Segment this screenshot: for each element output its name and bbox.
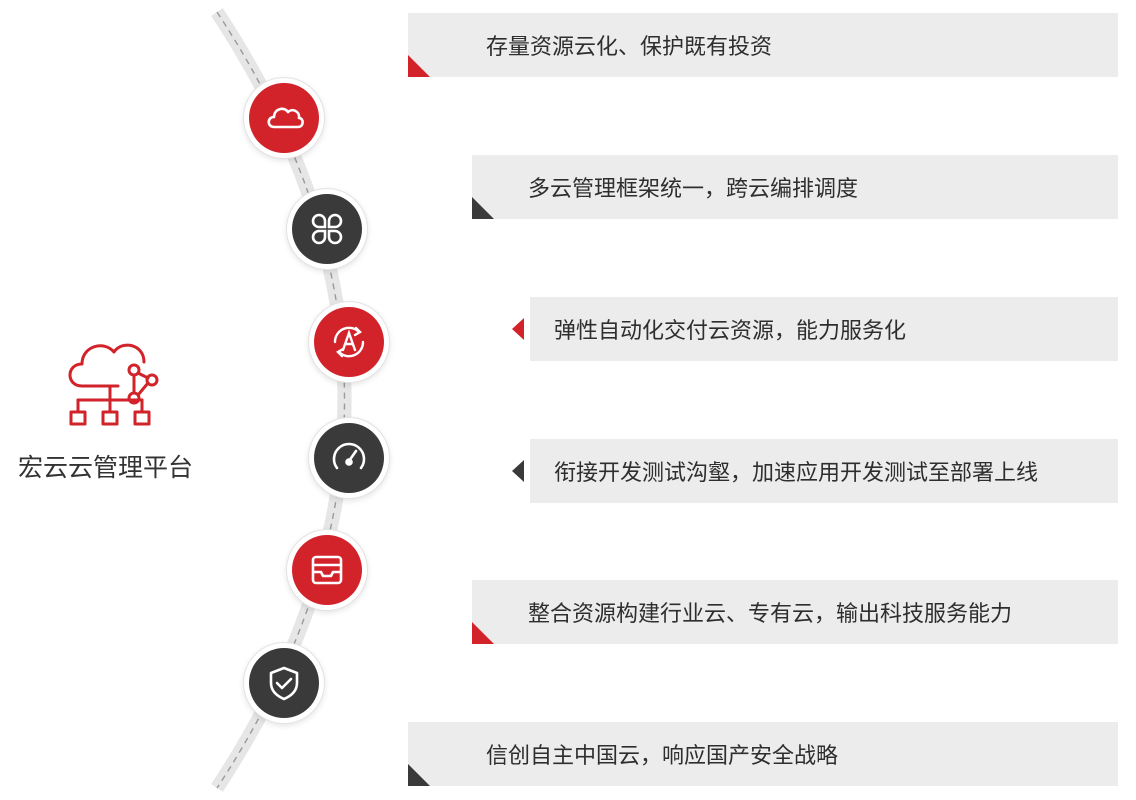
feature-card: 存量资源云化、保护既有投资 (408, 13, 1118, 77)
node-auto (314, 307, 384, 377)
feature-text: 衔接开发测试沟壑，加速应用开发测试至部署上线 (554, 461, 1039, 486)
cloud-icon (267, 107, 304, 129)
corner-marker (472, 622, 494, 644)
shield-check-icon (269, 666, 299, 701)
platform-block (0, 326, 230, 506)
pointer-marker (512, 460, 524, 482)
node-shield (249, 648, 319, 718)
pointer-marker (512, 318, 524, 340)
inbox-tray-icon (311, 555, 343, 585)
corner-marker (472, 197, 494, 219)
feature-card: 信创自主中国云，响应国产安全战略 (408, 722, 1118, 786)
corner-marker (408, 55, 430, 77)
feature-card: 弹性自动化交付云资源，能力服务化 (530, 297, 1118, 361)
grid-petals-icon (311, 213, 343, 245)
node-grid (292, 194, 362, 264)
node-gauge (314, 423, 384, 493)
gauge-icon (332, 442, 366, 470)
node-inbox (292, 535, 362, 605)
feature-text: 信创自主中国云，响应国产安全战略 (486, 744, 839, 769)
platform-label: 宏云云管理平台 (18, 453, 194, 482)
auto-cycle-icon (333, 326, 365, 358)
feature-text: 存量资源云化、保护既有投资 (486, 35, 773, 60)
node-cloud (249, 83, 319, 153)
feature-card: 多云管理框架统一，跨云编排调度 (472, 155, 1118, 219)
corner-marker (408, 764, 430, 786)
feature-text: 弹性自动化交付云资源，能力服务化 (554, 319, 907, 344)
feature-text: 多云管理框架统一，跨云编排调度 (528, 177, 859, 202)
cloud-network-icon (68, 343, 159, 426)
feature-card: 衔接开发测试沟壑，加速应用开发测试至部署上线 (530, 439, 1118, 503)
feature-text: 整合资源构建行业云、专有云，输出科技服务能力 (528, 602, 1013, 627)
feature-card: 整合资源构建行业云、专有云，输出科技服务能力 (472, 580, 1118, 644)
